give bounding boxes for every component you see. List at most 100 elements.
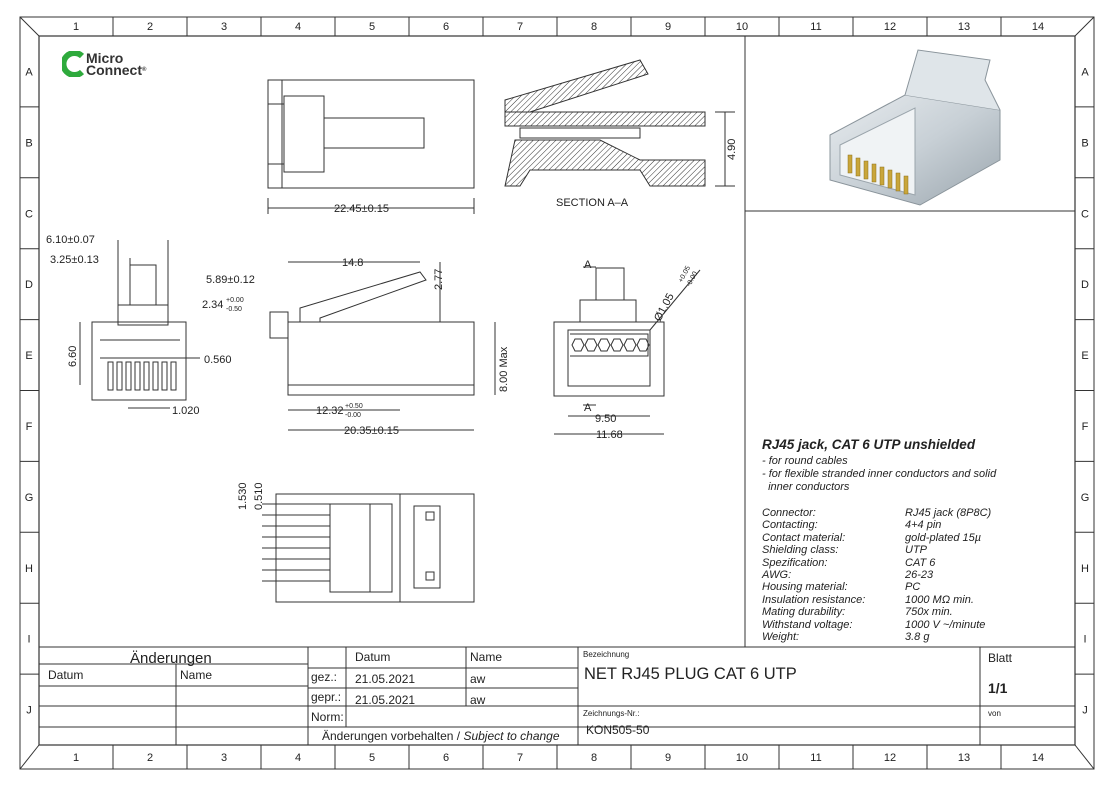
spec-value: UTP (905, 544, 927, 557)
contact-cell (584, 338, 598, 352)
dim-side-len1-up: +0.50 (345, 403, 363, 410)
front-pin (161, 361, 168, 391)
dim-side-tol-low: -0.50 (226, 306, 242, 313)
contact-cell (623, 338, 637, 352)
logo-mark: ® (142, 67, 147, 73)
col-label-bottom: 3 (221, 752, 227, 764)
front-pin (134, 361, 141, 391)
product-bullet-2: - for flexible stranded inner conductors… (762, 468, 997, 480)
gold-contact (887, 169, 893, 189)
col-label-top: 5 (369, 21, 375, 33)
row-label-right: B (1081, 137, 1088, 149)
contact-cell (597, 338, 611, 352)
row-label-left: F (26, 421, 33, 433)
row-label-right: E (1081, 350, 1088, 362)
dim-side-len1-base: 12.32 (316, 405, 344, 417)
dim-max-height: 8.00 Max (498, 346, 510, 392)
section-label: SECTION A–A (556, 197, 629, 209)
change-note-de: Änderungen vorbehalten / (322, 729, 464, 743)
gepr-date: 21.05.2021 (355, 693, 416, 707)
contact-cell (636, 338, 650, 352)
col-label-top: 2 (147, 21, 153, 33)
row-label-right: F (1082, 421, 1089, 433)
front-pin (152, 361, 159, 391)
col-label-top: 3 (221, 21, 227, 33)
row-label-right: J (1082, 705, 1088, 717)
zeichnung-label: Zeichnungs-Nr.: (583, 709, 640, 718)
col-label-top: 8 (591, 21, 597, 33)
dim-latch-length: 14.8 (342, 257, 363, 269)
spec-value: 1000 MΩ min. (905, 593, 974, 606)
dim-section-height: 4.90 (726, 139, 738, 160)
change-note: Änderungen vorbehalten / Subject to chan… (322, 730, 560, 742)
company-logo: Micro Connect® (86, 51, 147, 78)
col-label-bottom: 5 (369, 752, 375, 764)
col-label-top: 10 (736, 21, 748, 33)
col-label-top: 12 (884, 21, 896, 33)
dim-end-w2: 11.68 (596, 429, 623, 441)
gold-contact (863, 160, 869, 180)
product-title: RJ45 jack, CAT 6 UTP unshielded (762, 437, 976, 452)
title-block (39, 646, 1075, 745)
dim-front-h: 6.60 (67, 346, 79, 367)
spec-value: RJ45 jack (8P8C) (905, 507, 992, 519)
spec-label: Spezification: (762, 556, 828, 569)
logo-line2: Connect (86, 62, 142, 78)
dim-latch-height: 5.89±0.12 (206, 274, 255, 286)
bottom-view (262, 493, 475, 603)
top-view (267, 79, 475, 214)
gold-contact (847, 154, 853, 174)
column-grid-ticks (112, 17, 1002, 769)
row-label-left: A (25, 66, 33, 78)
spec-label: Withstand voltage: (762, 618, 853, 631)
dim-side-len2: 20.35±0.15 (344, 425, 399, 437)
col-label-bottom: 4 (295, 752, 301, 764)
col-label-bottom: 1 (73, 752, 79, 764)
gez-date: 21.05.2021 (355, 672, 416, 686)
dim-front-w1: 6.10±0.07 (46, 234, 95, 246)
col-label-top: 7 (517, 21, 523, 33)
col-label-top: 13 (958, 21, 970, 33)
col-label-bottom: 8 (591, 752, 597, 764)
gold-contact (871, 163, 877, 183)
col-datum: Datum (355, 650, 391, 664)
col-label-bottom: 2 (147, 752, 153, 764)
spec-label: Housing material: (762, 581, 848, 594)
row-label-right: G (1081, 492, 1090, 504)
cut-a-top: A (584, 259, 592, 271)
row-label-left: B (25, 137, 32, 149)
dim-pin-width: 0.560 (204, 354, 232, 366)
col-label-top: 1 (73, 21, 79, 33)
dim-end-w1: 9.50 (595, 413, 616, 425)
row-label-left: J (26, 705, 32, 717)
front-pin (125, 361, 132, 391)
front-view (79, 240, 200, 409)
bezeichnung-value: NET RJ45 PLUG CAT 6 UTP (584, 665, 797, 683)
front-pin (170, 361, 177, 391)
norm-label: Norm: (311, 710, 344, 724)
side-view (269, 261, 496, 431)
von-label: von (988, 709, 1001, 718)
row-label-left: I (27, 634, 30, 646)
changes-col-name: Name (180, 668, 213, 682)
spec-value: PC (905, 581, 921, 594)
dim-pin-pitch: 1.020 (172, 405, 200, 417)
col-label-bottom: 9 (665, 752, 671, 764)
gold-contact (895, 172, 901, 192)
gez-name: aw (470, 672, 486, 686)
row-label-right: A (1081, 66, 1089, 78)
col-label-top: 11 (810, 21, 821, 33)
spec-value: 4+4 pin (905, 519, 942, 532)
col-label-bottom: 11 (810, 752, 821, 764)
product-bullet-3: inner conductors (762, 481, 850, 493)
gepr-name: aw (470, 693, 486, 707)
col-label-bottom: 7 (517, 752, 523, 764)
contact-cell (610, 338, 624, 352)
col-label-bottom: 14 (1032, 752, 1044, 764)
row-label-left: D (25, 279, 33, 291)
contact-cells (571, 338, 650, 352)
section-view (504, 59, 735, 187)
spec-label: Mating durability: (762, 606, 846, 619)
row-label-right: D (1081, 279, 1089, 291)
